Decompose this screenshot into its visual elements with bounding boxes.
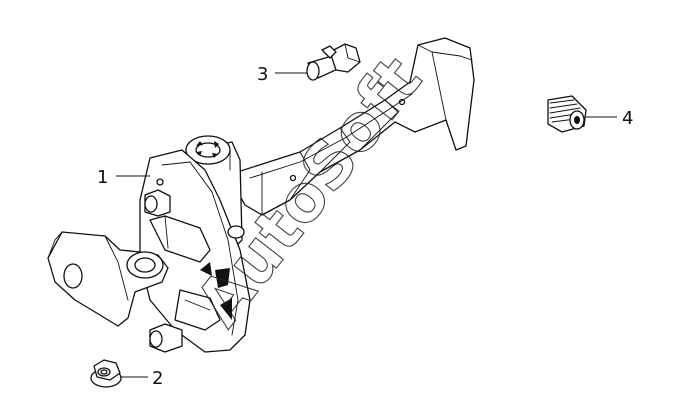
threaded-insert xyxy=(547,95,587,133)
callout-2: 2 xyxy=(152,368,163,389)
mounting-flange xyxy=(47,231,169,327)
door-check-arm xyxy=(227,37,475,216)
callout-3: 3 xyxy=(257,64,268,85)
callout-4: 4 xyxy=(622,108,633,129)
callout-1: 1 xyxy=(97,167,108,188)
hinge-body xyxy=(139,135,251,353)
flange-nut xyxy=(90,359,122,388)
bolt xyxy=(306,43,361,81)
